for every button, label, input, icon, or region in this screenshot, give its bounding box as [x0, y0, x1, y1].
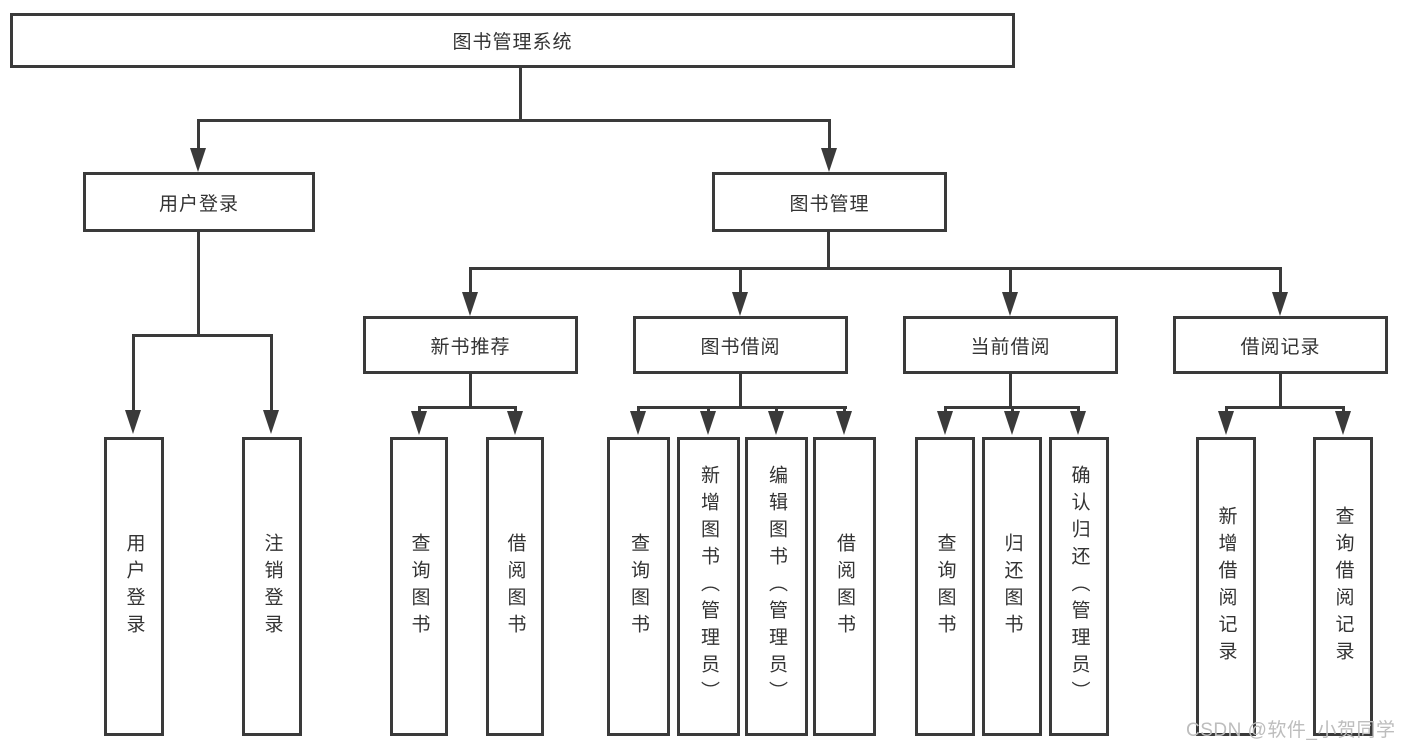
leaf-borrowing-edit-books-admin: 编辑图书（管理员）	[745, 437, 808, 736]
connector-line	[827, 232, 830, 268]
connector-line	[1342, 406, 1345, 412]
node-user-login: 用户登录	[83, 172, 315, 232]
connector-line	[637, 406, 640, 412]
connector-line	[469, 267, 472, 293]
node-new-book-recommend: 新书推荐	[363, 316, 578, 374]
arrowhead	[1070, 411, 1086, 435]
leaf-current-return-books: 归还图书	[982, 437, 1042, 736]
connector-line	[739, 374, 742, 407]
node-new-book-recommend-label: 新书推荐	[430, 336, 511, 358]
arrowhead	[190, 148, 206, 172]
arrowhead	[1272, 292, 1288, 316]
leaf-borrowing-add-books-admin-label: 新增图书（管理员）	[698, 465, 719, 708]
node-borrow-records-label: 借阅记录	[1240, 336, 1321, 358]
node-current-borrowing-label: 当前借阅	[970, 336, 1051, 358]
connector-line	[1011, 406, 1014, 412]
connector-line	[775, 406, 778, 412]
node-borrow-records: 借阅记录	[1173, 316, 1388, 374]
arrowhead	[700, 411, 716, 435]
arrowhead	[507, 411, 523, 435]
connector-line	[1279, 267, 1282, 293]
node-book-borrowing-label: 图书借阅	[700, 336, 781, 358]
arrowhead	[732, 292, 748, 316]
leaf-borrowing-add-books-admin: 新增图书（管理员）	[677, 437, 740, 736]
leaf-records-query-borrow-record-label: 查询借阅记录	[1332, 505, 1354, 668]
node-current-borrowing: 当前借阅	[903, 316, 1118, 374]
leaf-borrowing-query-books-label: 查询图书	[628, 532, 649, 641]
arrowhead	[630, 411, 646, 435]
arrowhead	[125, 410, 141, 434]
connector-line	[519, 68, 522, 120]
connector-line	[1077, 406, 1080, 412]
csdn-watermark: CSDN @软件_小贺同学	[1186, 720, 1396, 741]
arrowhead	[836, 411, 852, 435]
connector-line	[132, 334, 273, 337]
connector-line	[828, 119, 831, 148]
leaf-current-confirm-return-admin: 确认归还（管理员）	[1049, 437, 1109, 736]
connector-line	[1279, 374, 1282, 407]
connector-line	[514, 406, 517, 412]
leaf-records-add-borrow-record: 新增借阅记录	[1196, 437, 1256, 736]
arrowhead	[1002, 292, 1018, 316]
arrowhead	[1218, 411, 1234, 435]
leaf-borrowing-edit-books-admin-label: 编辑图书（管理员）	[766, 465, 787, 708]
leaf-user-login-label: 用户登录	[123, 532, 145, 641]
leaf-borrowing-borrow-books: 借阅图书	[813, 437, 876, 736]
connector-line	[739, 267, 742, 293]
node-root-system: 图书管理系统	[10, 13, 1015, 68]
leaf-records-add-borrow-record-label: 新增借阅记录	[1215, 505, 1237, 668]
leaf-logout: 注销登录	[242, 437, 302, 736]
connector-line	[418, 406, 517, 409]
arrowhead	[937, 411, 953, 435]
leaf-borrowing-query-books: 查询图书	[607, 437, 670, 736]
leaf-recommend-borrow-books-label: 借阅图书	[504, 532, 526, 641]
connector-line	[944, 406, 947, 412]
leaf-user-login: 用户登录	[104, 437, 164, 736]
node-root-label: 图书管理系统	[452, 32, 573, 53]
connector-line	[270, 334, 273, 411]
leaf-recommend-query-books: 查询图书	[390, 437, 448, 736]
connector-line	[1225, 406, 1228, 412]
node-book-management: 图书管理	[712, 172, 947, 232]
connector-line	[1009, 374, 1012, 407]
connector-line	[132, 334, 135, 411]
connector-line	[418, 406, 421, 412]
node-user-login-label: 用户登录	[158, 193, 239, 215]
arrowhead	[821, 148, 837, 172]
connector-line	[197, 119, 831, 122]
connector-line	[1009, 267, 1012, 293]
leaf-current-confirm-return-admin-label: 确认归还（管理员）	[1068, 465, 1090, 708]
leaf-current-query-books: 查询图书	[915, 437, 975, 736]
leaf-current-return-books-label: 归还图书	[1001, 532, 1023, 641]
leaf-recommend-borrow-books: 借阅图书	[486, 437, 544, 736]
connector-line	[469, 374, 472, 407]
arrowhead	[768, 411, 784, 435]
leaf-borrowing-borrow-books-label: 借阅图书	[834, 532, 855, 641]
arrowhead	[1335, 411, 1351, 435]
node-book-borrowing: 图书借阅	[633, 316, 848, 374]
arrowhead	[462, 292, 478, 316]
arrowhead	[263, 410, 279, 434]
leaf-logout-label: 注销登录	[261, 532, 283, 641]
connector-line	[843, 406, 846, 412]
connector-line	[707, 406, 710, 412]
arrowhead	[411, 411, 427, 435]
connector-line	[197, 119, 200, 148]
leaf-current-query-books-label: 查询图书	[934, 532, 956, 641]
leaf-recommend-query-books-label: 查询图书	[408, 532, 430, 641]
connector-line	[1225, 406, 1345, 409]
arrowhead	[1004, 411, 1020, 435]
connector-line	[469, 267, 1282, 270]
leaf-records-query-borrow-record: 查询借阅记录	[1313, 437, 1373, 736]
connector-line	[637, 406, 847, 409]
connector-line	[197, 232, 200, 335]
node-book-management-label: 图书管理	[789, 193, 870, 215]
